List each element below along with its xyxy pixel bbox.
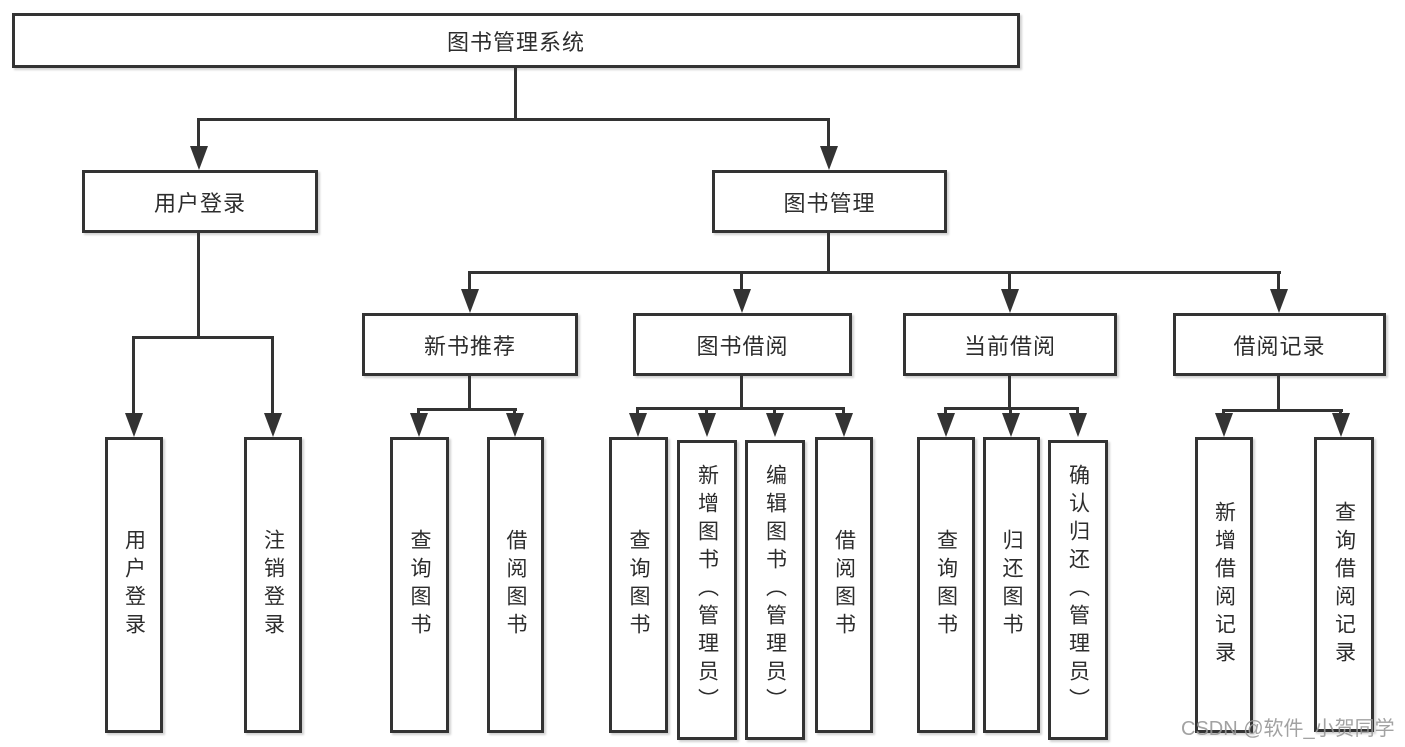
connector-vline [773, 407, 776, 415]
connector-vline [842, 407, 845, 415]
node-query-books: 查询图书 [609, 437, 668, 733]
connector-vline [1277, 376, 1280, 411]
arrowhead-down-icon [733, 289, 751, 313]
arrowhead-down-icon [698, 413, 716, 437]
node-label: 图书管理系统 [446, 29, 585, 55]
node-label: 新书推荐 [423, 333, 516, 359]
connector-hline [197, 118, 830, 121]
connector-vline [513, 408, 516, 416]
connector-vline [514, 68, 517, 120]
connector-vline [1339, 409, 1342, 415]
arrowhead-down-icon [461, 289, 479, 313]
connector-hline [1223, 409, 1343, 412]
connector-vline [740, 376, 743, 409]
connector-vline [468, 376, 471, 410]
node-label: 当前借阅 [963, 333, 1056, 359]
connector-vline [1009, 407, 1012, 415]
arrowhead-down-icon [629, 413, 647, 437]
node-label: 新增借阅记录 [1212, 501, 1236, 669]
connector-vline [1008, 376, 1011, 409]
node-add-borrow-record: 新增借阅记录 [1195, 437, 1253, 733]
node-user-login: 用户登录 [82, 170, 318, 233]
connector-vline [197, 233, 200, 338]
node-label: 确认归还（管理员） [1066, 464, 1090, 716]
node-book-management: 图书管理 [712, 170, 947, 233]
connector-vline [1222, 409, 1225, 415]
node-query-borrow-record: 查询借阅记录 [1314, 437, 1374, 732]
connector-vline [417, 408, 420, 416]
node-book-borrowing: 图书借阅 [633, 313, 852, 376]
connector-vline [197, 118, 200, 148]
watermark: CSDN @软件_小贺同学 [1181, 718, 1395, 740]
node-label: 新增图书（管理员） [695, 464, 719, 716]
arrowhead-down-icon [125, 413, 143, 437]
node-label: 用户登录 [122, 529, 146, 641]
node-edit-books-admin: 编辑图书（管理员） [745, 440, 805, 740]
node-label: 用户登录 [153, 190, 246, 216]
node-return-books: 归还图书 [983, 437, 1040, 733]
node-user-login-leaf: 用户登录 [105, 437, 163, 733]
connector-vline [1008, 271, 1011, 291]
connector-vline [1076, 407, 1079, 415]
connector-vline [468, 271, 471, 291]
node-borrow-books: 借阅图书 [815, 437, 873, 733]
node-new-book-recommend: 新书推荐 [362, 313, 578, 376]
connector-vline [271, 336, 274, 415]
connector-vline [740, 271, 743, 291]
node-borrowing-records: 借阅记录 [1173, 313, 1386, 376]
arrowhead-down-icon [1001, 289, 1019, 313]
node-label: 注销登录 [261, 529, 285, 641]
arrowhead-down-icon [1069, 413, 1087, 437]
connector-vline [132, 336, 135, 415]
node-query-books: 查询图书 [917, 437, 975, 733]
node-label: 查询借阅记录 [1332, 500, 1356, 669]
node-label: 借阅图书 [504, 529, 527, 641]
node-add-books-admin: 新增图书（管理员） [677, 440, 737, 740]
node-library-system: 图书管理系统 [12, 13, 1020, 68]
node-borrow-books: 借阅图书 [487, 437, 544, 733]
arrowhead-down-icon [506, 413, 524, 437]
connector-vline [705, 407, 708, 415]
arrowhead-down-icon [766, 413, 784, 437]
connector-vline [827, 118, 830, 148]
node-label: 图书管理 [783, 190, 876, 216]
arrowhead-down-icon [835, 413, 853, 437]
node-confirm-return-admin: 确认归还（管理员） [1048, 440, 1108, 740]
node-label: 借阅记录 [1233, 333, 1326, 359]
arrowhead-down-icon [1332, 413, 1350, 437]
node-label: 归还图书 [1000, 529, 1023, 641]
connector-vline [944, 407, 947, 415]
connector-hline [637, 407, 844, 410]
node-label: 查询图书 [627, 529, 650, 641]
arrowhead-down-icon [937, 413, 955, 437]
arrowhead-down-icon [820, 146, 838, 170]
arrowhead-down-icon [1002, 413, 1020, 437]
connector-hline [418, 408, 517, 411]
node-label: 查询图书 [934, 529, 958, 641]
connector-vline [827, 233, 830, 274]
connector-hline [945, 407, 1079, 410]
node-label: 图书借阅 [696, 333, 789, 359]
arrowhead-down-icon [1270, 289, 1288, 313]
arrowhead-down-icon [264, 413, 282, 437]
arrowhead-down-icon [410, 413, 428, 437]
arrowhead-down-icon [190, 146, 208, 170]
node-label: 查询图书 [408, 529, 431, 641]
arrowhead-down-icon [1215, 413, 1233, 437]
connector-hline [132, 336, 274, 339]
node-label: 编辑图书（管理员） [763, 464, 787, 716]
connector-vline [636, 407, 639, 415]
node-logout: 注销登录 [244, 437, 302, 733]
connector-hline [468, 271, 1281, 274]
node-query-books: 查询图书 [390, 437, 449, 733]
connector-vline [1277, 271, 1280, 291]
node-label: 借阅图书 [832, 529, 856, 641]
node-current-borrowing: 当前借阅 [903, 313, 1117, 376]
